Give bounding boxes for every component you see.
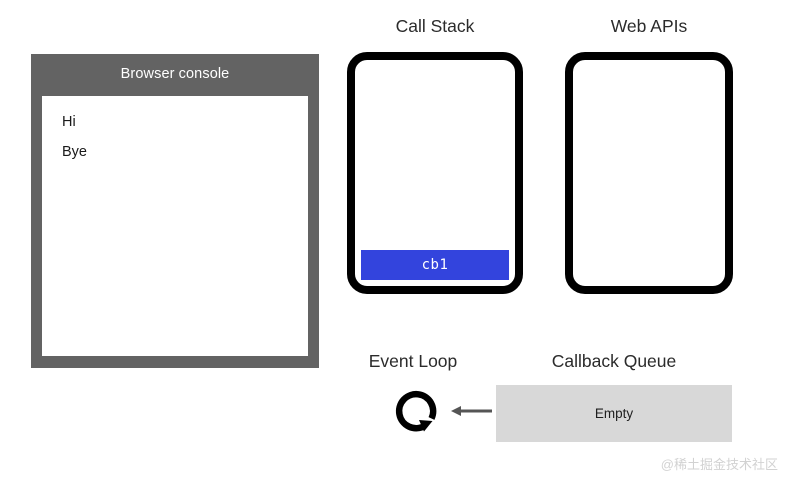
callback-queue-caption: Callback Queue <box>551 351 677 371</box>
watermark-label: @稀土掘金技术社区 <box>660 457 778 472</box>
console-output-line: Hi <box>62 114 76 130</box>
call-stack-caption: Call Stack <box>395 16 475 36</box>
console-output-list: Hi Bye <box>62 114 300 174</box>
call-stack-frame-list: cb1 <box>361 247 509 280</box>
browser-console-screen: Hi Bye <box>42 96 308 356</box>
event-loop-caption: Event Loop <box>368 351 458 371</box>
callback-queue-status: Empty <box>594 405 634 421</box>
console-output-line: Bye <box>62 144 87 160</box>
web-apis-box <box>565 52 733 294</box>
queue-to-loop-arrow-icon <box>451 400 493 422</box>
web-apis-caption: Web APIs <box>610 16 688 36</box>
browser-console-panel: Browser console Hi Bye <box>31 54 319 368</box>
browser-console-title: Browser console <box>120 66 230 82</box>
call-stack-box: cb1 <box>347 52 523 294</box>
callback-queue-box: Empty <box>496 385 732 442</box>
circular-arrow-icon <box>391 386 445 440</box>
call-stack-frame: cb1 <box>361 250 509 280</box>
